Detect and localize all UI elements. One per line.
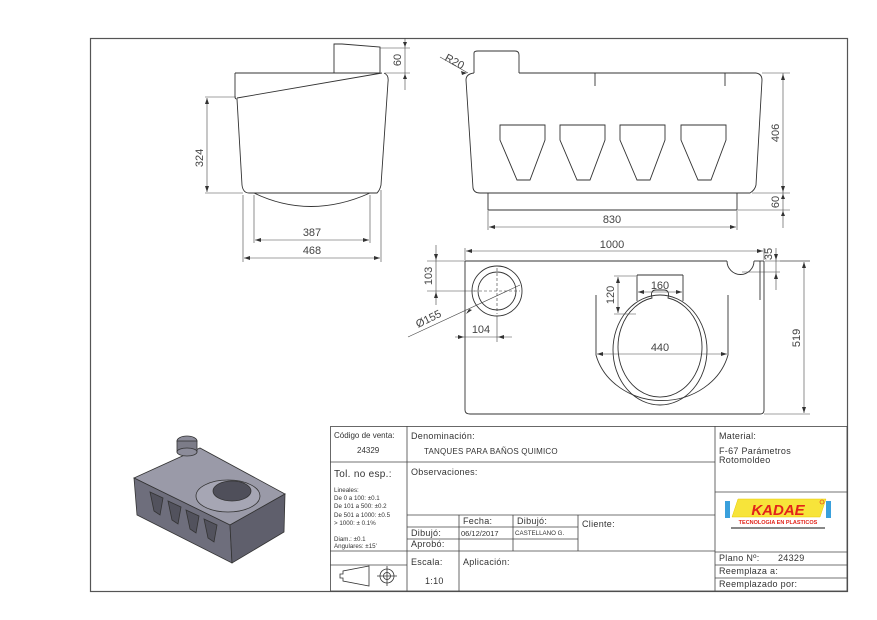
dim-side-387: 387 (303, 227, 321, 239)
material-label: Material: (719, 431, 757, 441)
tol-line-3: De 501 a 1000: ±0.5 (334, 512, 391, 519)
tol-line-2: De 101 a 500: ±0.2 (334, 503, 387, 510)
tol-diam: Diam.: ±0.1 (334, 536, 366, 543)
dim-front-830: 830 (603, 214, 621, 226)
dim-front-406: 406 (770, 124, 782, 142)
dim-top-160: 160 (651, 280, 669, 292)
cliente-label: Cliente: (582, 519, 615, 529)
dim-top-1000: 1000 (600, 239, 624, 251)
codigo-label: Código de venta: (334, 431, 395, 440)
dim-side-468: 468 (303, 245, 321, 257)
tol-label: Tol. no esp.: (334, 469, 392, 480)
plano-label: Plano Nº: (719, 553, 760, 563)
isometric-view (133, 435, 286, 564)
side-view (205, 38, 410, 262)
kadae-logo: KADAE TECNOLOGIA EN PLASTICOS (725, 498, 831, 529)
svg-text:KADAE: KADAE (751, 502, 805, 519)
reemplaza-label: Reemplaza a: (719, 566, 779, 576)
dim-top-103: 103 (423, 267, 435, 285)
tol-lineales: Lineales: (334, 487, 359, 494)
dim-top-440: 440 (651, 342, 669, 354)
codigo-value: 24329 (357, 446, 380, 455)
dim-top-120: 120 (605, 286, 617, 304)
tol-angular: Angulares: ±15' (334, 543, 377, 550)
material-value-2: Rotomoldeo (719, 455, 771, 465)
plano-value: 24329 (778, 553, 805, 563)
fecha-value: 06/12/2017 (461, 529, 499, 538)
material-value-1: F-67 Parámetros (719, 446, 792, 456)
front-view (439, 50, 790, 230)
dibujo-value: CASTELLANO G. (515, 530, 565, 537)
dim-front-60: 60 (770, 196, 782, 208)
aplicacion-label: Aplicación: (463, 557, 510, 567)
tol-line-4: > 1000: ± 0.1% (334, 520, 376, 527)
tol-line-1: De 0 a 100: ±0.1 (334, 495, 380, 502)
dim-side-324: 324 (194, 149, 206, 167)
dim-top-35: 35 (763, 248, 775, 260)
dim-front-r20: R20 (443, 52, 466, 72)
projection-symbol-icon (339, 565, 397, 587)
dim-side-60: 60 (392, 54, 404, 66)
denominacion-label: Denominación: (411, 431, 475, 441)
denominacion-value: TANQUES PARA BAÑOS QUIMICO (424, 447, 558, 456)
escala-label: Escala: (411, 557, 443, 567)
title-block-grid (330, 426, 848, 592)
observaciones-label: Observaciones: (411, 467, 478, 477)
fecha-label: Fecha: (463, 516, 493, 526)
svg-text:TECNOLOGIA EN PLASTICOS: TECNOLOGIA EN PLASTICOS (739, 520, 818, 526)
dim-top-104: 104 (472, 324, 490, 336)
dim-top-519: 519 (791, 329, 803, 347)
dibujo-header: Dibujó: (517, 516, 548, 526)
escala-value: 1:10 (425, 576, 444, 586)
aprobo-label: Aprobó: (411, 539, 445, 549)
dibujo-label: Dibujó: (411, 528, 442, 538)
sheet-frame (89, 37, 849, 593)
top-view (407, 245, 810, 415)
reemplazado-label: Reemplazado por: (719, 579, 798, 589)
